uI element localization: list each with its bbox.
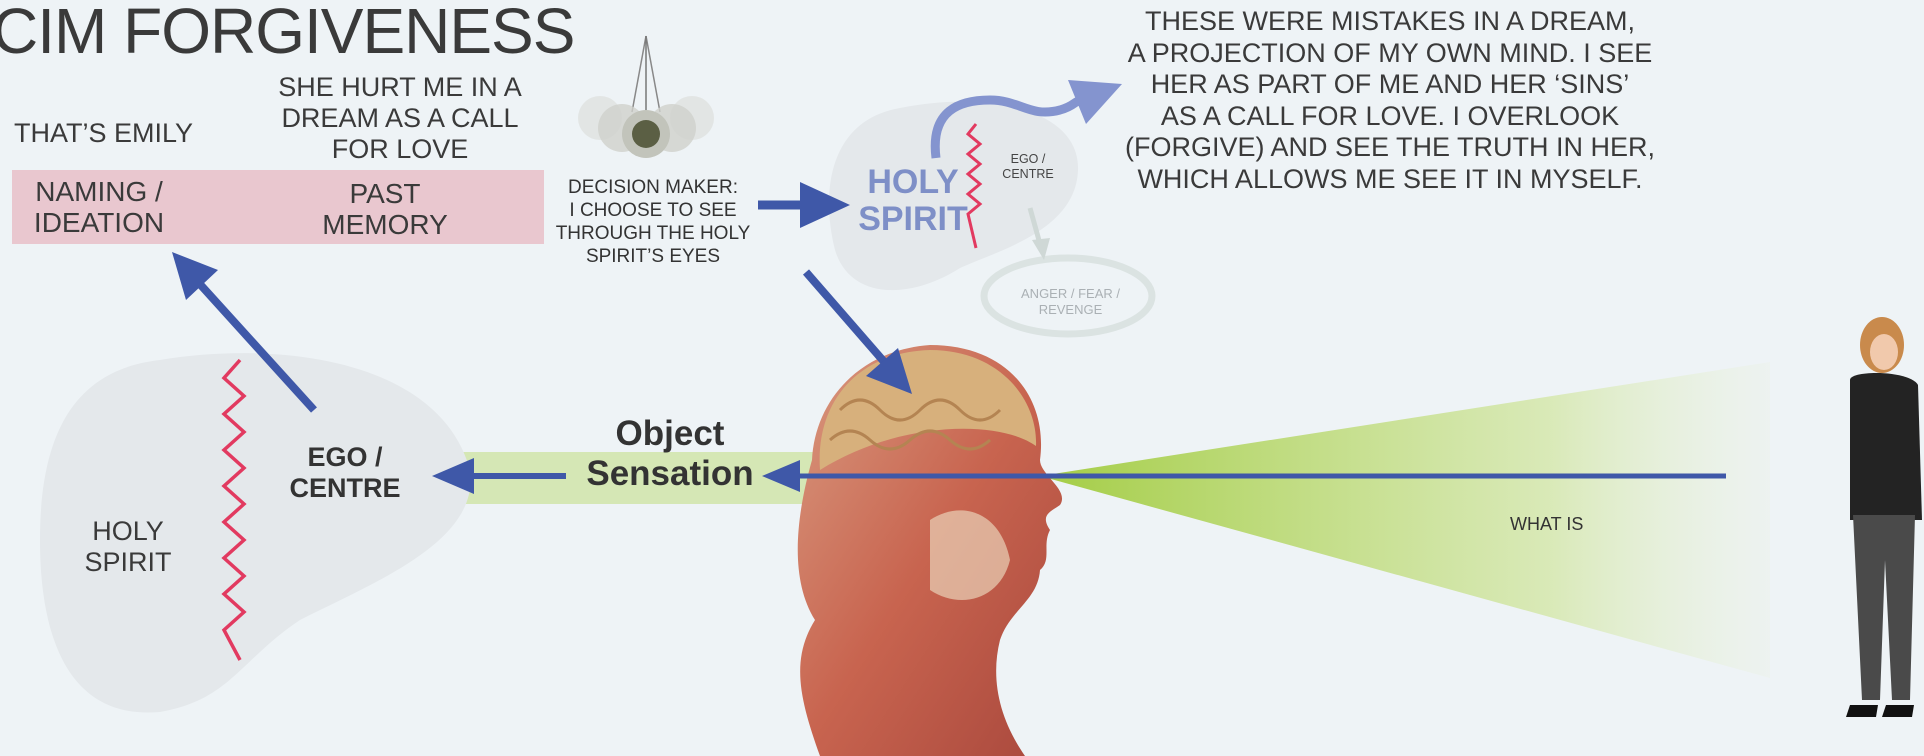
ego-centre-large-label: EGO / CENTRE [270, 442, 420, 504]
anatomical-head-image [798, 345, 1062, 756]
ego-small-line-1: EGO / [990, 152, 1066, 167]
holy-spirit-top-line-1: HOLY [843, 164, 983, 201]
naming-line-2: IDEATION [14, 207, 184, 238]
decision-line-1: DECISION MAKER: [540, 176, 766, 199]
sensation-line: Sensation [560, 454, 780, 494]
naming-ideation-label: NAMING / IDEATION [14, 176, 184, 238]
holy-spirit-big-line-1: HOLY [68, 516, 188, 547]
decision-line-4: SPIRIT’S EYES [540, 245, 766, 268]
anger-line-1: ANGER / FEAR / [1003, 286, 1138, 302]
ego-centre-small-label: EGO / CENTRE [990, 152, 1066, 182]
page-title: CIM FORGIVENESS [0, 0, 574, 68]
mistakes-line-6: WHICH ALLOWS ME SEE IT IN MYSELF. [1100, 164, 1680, 196]
ego-big-line-1: EGO / [270, 442, 420, 473]
mistakes-line-3: HER AS PART OF ME AND HER ‘SINS’ [1100, 69, 1680, 101]
decision-maker-label: DECISION MAKER: I CHOOSE TO SEE THROUGH … [540, 176, 766, 268]
holy-spirit-large-label: HOLY SPIRIT [68, 516, 188, 578]
mistakes-line-5: (FORGIVE) AND SEE THE TRUTH IN HER, [1100, 132, 1680, 164]
object-sensation-label: Object Sensation [560, 414, 780, 494]
mistakes-in-dream-text: THESE WERE MISTAKES IN A DREAM, A PROJEC… [1100, 6, 1680, 195]
mistakes-line-2: A PROJECTION OF MY OWN MIND. I SEE [1100, 38, 1680, 70]
decision-line-2: I CHOOSE TO SEE [540, 199, 766, 222]
pendulum-image [578, 36, 714, 158]
anger-fear-revenge-label: ANGER / FEAR / REVENGE [1003, 286, 1138, 318]
holy-spirit-top-line-2: SPIRIT [843, 201, 983, 238]
naming-line-1: NAMING / [14, 176, 184, 207]
decision-line-3: THROUGH THE HOLY [540, 222, 766, 245]
thats-emily-label: THAT’S EMILY [14, 118, 193, 149]
holy-spirit-top-label: HOLY SPIRIT [843, 164, 983, 238]
anger-line-2: REVENGE [1003, 302, 1138, 318]
ego-big-line-2: CENTRE [270, 473, 420, 504]
mistakes-line-4: AS A CALL FOR LOVE. I OVERLOOK [1100, 101, 1680, 133]
past-line-1: PAST [300, 178, 470, 209]
holy-spirit-big-line-2: SPIRIT [68, 547, 188, 578]
vision-beam [1040, 362, 1770, 678]
ego-small-line-2: CENTRE [990, 167, 1066, 182]
mistakes-line-1: THESE WERE MISTAKES IN A DREAM, [1100, 6, 1680, 38]
businesswoman-image [1846, 317, 1922, 717]
past-line-2: MEMORY [300, 209, 470, 240]
object-line: Object [560, 414, 780, 454]
past-memory-label: PAST MEMORY [300, 178, 470, 240]
what-is-label: WHAT IS [1510, 514, 1583, 535]
she-hurt-label: SHE HURT ME IN A DREAM AS A CALL FOR LOV… [255, 72, 545, 165]
